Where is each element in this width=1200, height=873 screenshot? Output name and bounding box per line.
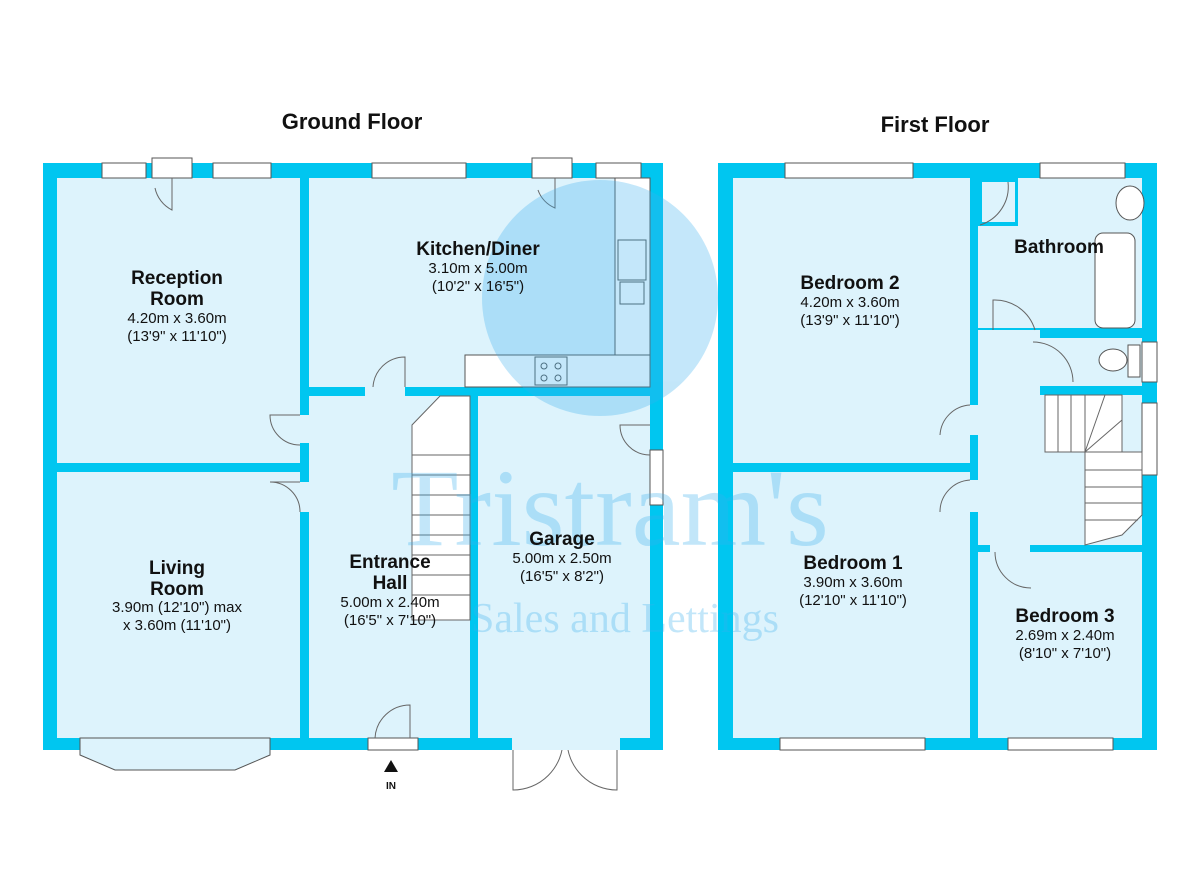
garage-floor bbox=[478, 396, 650, 738]
svg-text:(12'10" x 11'10"): (12'10" x 11'10") bbox=[799, 592, 907, 609]
reception-room-floor bbox=[57, 178, 300, 463]
svg-text:x 3.60m (11'10"): x 3.60m (11'10") bbox=[123, 617, 231, 634]
svg-text:(13'9" x 11'10"): (13'9" x 11'10") bbox=[800, 312, 900, 329]
window bbox=[1141, 402, 1158, 476]
svg-text:Bedroom 3: Bedroom 3 bbox=[1015, 606, 1114, 627]
window bbox=[212, 162, 272, 179]
room-label-kitchen: Kitchen/Diner 3.10m x 5.00m (10'2" x 16'… bbox=[416, 239, 540, 295]
bath bbox=[1094, 232, 1136, 329]
window bbox=[371, 162, 467, 179]
svg-text:Sales and Lettings: Sales and Lettings bbox=[471, 596, 779, 642]
svg-text:3.90m x 3.60m: 3.90m x 3.60m bbox=[803, 574, 902, 591]
svg-text:Room: Room bbox=[150, 579, 204, 600]
staircase bbox=[411, 395, 471, 621]
window bbox=[649, 449, 664, 506]
bedroom-2-floor bbox=[733, 178, 970, 463]
svg-text:Garage: Garage bbox=[529, 529, 594, 550]
window bbox=[101, 162, 147, 179]
svg-text:4.20m x 3.60m: 4.20m x 3.60m bbox=[800, 294, 899, 311]
living-room-floor bbox=[57, 472, 300, 738]
svg-text:Kitchen/Diner: Kitchen/Diner bbox=[416, 239, 540, 260]
cupboard bbox=[982, 182, 1015, 222]
svg-text:(16'5" x 7'10"): (16'5" x 7'10") bbox=[344, 612, 436, 629]
window bbox=[784, 162, 914, 179]
room-label-bedroom-1: Bedroom 1 3.90m x 3.60m (12'10" x 11'10"… bbox=[799, 553, 907, 609]
bay-window bbox=[79, 737, 271, 771]
svg-text:(16'5" x 8'2"): (16'5" x 8'2") bbox=[520, 568, 604, 585]
window bbox=[1039, 162, 1126, 179]
sink-bowl bbox=[619, 281, 645, 305]
svg-text:Entrance: Entrance bbox=[349, 552, 430, 573]
sink-drainer bbox=[617, 239, 647, 281]
room-label-living: Living Room 3.90m (12'10") max x 3.60m (… bbox=[112, 558, 242, 634]
svg-text:Bedroom 2: Bedroom 2 bbox=[800, 273, 899, 294]
room-label-bedroom-3: Bedroom 3 2.69m x 2.40m (8'10" x 7'10") bbox=[1015, 606, 1114, 662]
entrance-marker: IN bbox=[386, 781, 396, 792]
first-floor-title: First Floor bbox=[881, 112, 990, 137]
room-label-garage: Garage 5.00m x 2.50m (16'5" x 8'2") bbox=[512, 529, 611, 585]
room-label-bathroom: Bathroom bbox=[1014, 237, 1104, 258]
bedroom-1-floor bbox=[733, 472, 970, 738]
landing-floor bbox=[978, 338, 1040, 545]
window bbox=[779, 737, 926, 751]
hob bbox=[534, 356, 568, 386]
watermark-logo: Tristram's Sales and Lettings bbox=[391, 180, 829, 642]
svg-text:2.69m x 2.40m: 2.69m x 2.40m bbox=[1015, 627, 1114, 644]
room-label-reception: Reception Room 4.20m x 3.60m (13'9" x 11… bbox=[127, 268, 227, 345]
window bbox=[1007, 737, 1114, 751]
ground-floor-title: Ground Floor bbox=[282, 109, 423, 134]
bedroom-3-floor bbox=[978, 552, 1142, 738]
washbasin bbox=[1115, 185, 1145, 221]
svg-text:Reception: Reception bbox=[131, 268, 223, 289]
kitchen-door bbox=[531, 157, 573, 179]
window bbox=[1141, 341, 1158, 383]
svg-text:(10'2" x 16'5"): (10'2" x 16'5") bbox=[432, 278, 524, 295]
svg-text:Living: Living bbox=[149, 558, 205, 579]
svg-text:3.10m x 5.00m: 3.10m x 5.00m bbox=[428, 260, 527, 277]
svg-text:Room: Room bbox=[150, 289, 204, 310]
entrance-arrow-icon bbox=[384, 760, 398, 772]
svg-text:Tristram's: Tristram's bbox=[391, 447, 829, 569]
svg-text:Bathroom: Bathroom bbox=[1014, 237, 1104, 258]
window bbox=[595, 162, 642, 179]
svg-text:5.00m x 2.40m: 5.00m x 2.40m bbox=[340, 594, 439, 611]
svg-text:(13'9" x 11'10"): (13'9" x 11'10") bbox=[127, 328, 227, 345]
room-label-hall: Entrance Hall 5.00m x 2.40m (16'5" x 7'1… bbox=[340, 552, 439, 629]
toilet bbox=[1098, 348, 1128, 372]
kitchen-floor bbox=[309, 178, 650, 387]
room-label-bedroom-2: Bedroom 2 4.20m x 3.60m (13'9" x 11'10") bbox=[800, 273, 900, 329]
svg-text:Bedroom 1: Bedroom 1 bbox=[803, 553, 903, 574]
garage-door-left bbox=[512, 739, 564, 791]
svg-text:3.90m (12'10") max: 3.90m (12'10") max bbox=[112, 599, 242, 616]
staircase bbox=[1044, 394, 1143, 546]
garage-door-right bbox=[566, 739, 618, 791]
rear-door bbox=[151, 157, 193, 179]
svg-text:(8'10" x 7'10"): (8'10" x 7'10") bbox=[1019, 645, 1111, 662]
ground-floor-plan: IN bbox=[43, 157, 664, 792]
first-floor-plan bbox=[718, 162, 1158, 751]
front-door bbox=[367, 737, 419, 751]
svg-text:4.20m x 3.60m: 4.20m x 3.60m bbox=[127, 310, 226, 327]
svg-text:Hall: Hall bbox=[373, 573, 408, 594]
svg-text:5.00m x 2.50m: 5.00m x 2.50m bbox=[512, 550, 611, 567]
